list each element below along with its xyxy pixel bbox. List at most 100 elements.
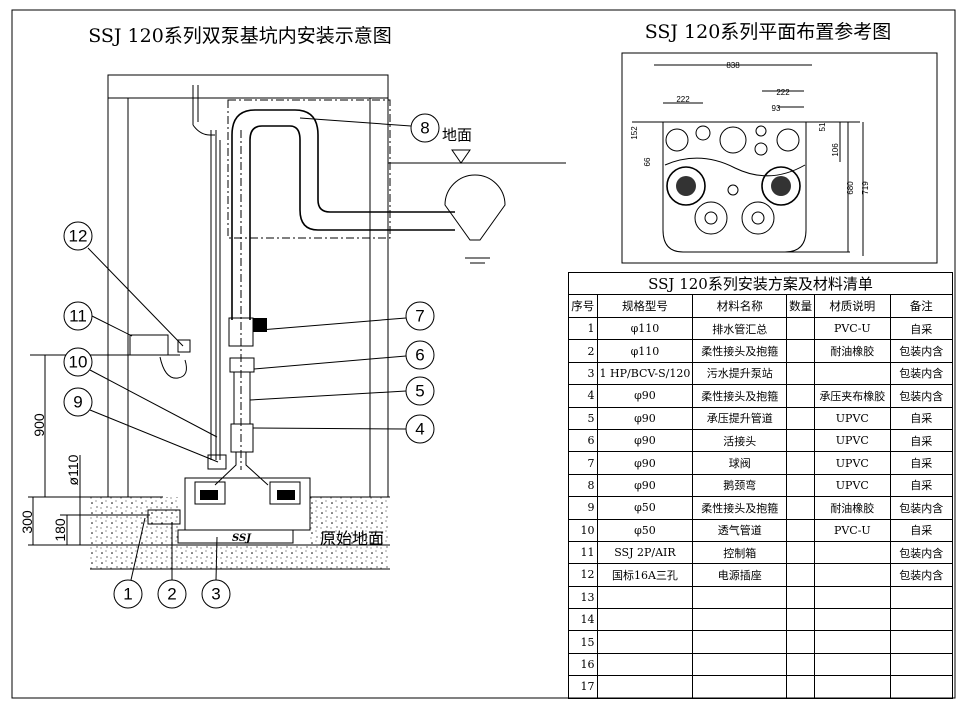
cell-col-material: PVC-U: [814, 518, 891, 542]
cell-col-index: 2: [568, 339, 598, 363]
callout-6: 6: [405, 340, 435, 370]
cell-col-material: [814, 585, 891, 610]
cell-col-index: 1: [568, 316, 598, 341]
cell-col-remark: [889, 630, 954, 654]
cell-col-name: 电源插座: [692, 563, 788, 587]
cell-col-index: 14: [568, 608, 598, 632]
cell-col-remark: 自采: [889, 428, 954, 453]
cell-col-index: 7: [568, 451, 598, 475]
svg-text:4: 4: [415, 420, 424, 439]
cell-col-index: 6: [568, 428, 598, 453]
cell-col-remark: 自采: [889, 316, 954, 341]
ground-level-symbol: [451, 149, 471, 164]
cell-col-qty: [786, 540, 816, 565]
cell-col-name: 活接头: [692, 428, 788, 453]
cell-col-index: 17: [568, 675, 598, 699]
cell-col-name: 透气管道: [692, 518, 788, 542]
cell-col-spec: 1 HP/BCV-S/120: [596, 361, 694, 386]
left-title: SSJ 120系列双泵基坑内安装示意图: [88, 25, 392, 47]
cell-col-spec: [596, 652, 694, 677]
svg-text:6: 6: [415, 346, 424, 365]
callout-12: 12: [63, 221, 93, 251]
cell-col-material: [814, 652, 891, 677]
cell-col-name: [692, 675, 788, 699]
cell-col-index: 16: [568, 652, 598, 677]
plan-dim-51: 51: [818, 122, 827, 131]
cell-col-qty: [786, 428, 816, 453]
cell-col-spec: φ50: [596, 496, 694, 520]
cell-col-qty: [786, 361, 816, 386]
plan-dim-106: 106: [831, 143, 840, 157]
right-title: SSJ 120系列平面布置参考图: [645, 21, 892, 43]
cell-col-spec: φ110: [596, 339, 694, 363]
cell-col-remark: 包装内含: [889, 361, 954, 386]
plan-dim-93: 93: [772, 104, 781, 113]
cell-col-remark: 自采: [889, 406, 954, 430]
cell-col-material: [814, 675, 891, 699]
cell-col-qty: [786, 563, 816, 587]
svg-text:3: 3: [211, 585, 220, 604]
cell-col-name: 承压提升管道: [692, 406, 788, 430]
cell-col-name: [692, 652, 788, 677]
cell-col-remark: [889, 608, 954, 632]
cell-col-qty: [786, 316, 816, 341]
callout-1: 1: [113, 579, 143, 609]
plan-dim-838: 838: [726, 61, 740, 70]
plan-dim-222b: 222: [776, 88, 790, 97]
svg-text:2: 2: [167, 585, 176, 604]
table-row: 14: [568, 608, 954, 632]
svg-text:5: 5: [415, 382, 424, 401]
cell-col-spec: φ90: [596, 428, 694, 453]
callout-11: 11: [63, 301, 93, 331]
control-box: [129, 334, 169, 356]
cell-col-material: PVC-U: [814, 316, 891, 341]
cell-col-spec: φ90: [596, 451, 694, 475]
cell-col-material: [814, 608, 891, 632]
cell-col-spec: 国标16A三孔: [596, 563, 694, 587]
cell-col-material: 耐油橡胶: [814, 496, 891, 520]
installation-diagram: 地面 SSJ 原始地面: [19, 74, 566, 609]
cell-col-remark: 包装内含: [889, 496, 954, 520]
table-header: 序号规格型号材料名称数量材质说明备注: [568, 294, 954, 318]
header-col-remark: 备注: [889, 294, 954, 318]
cell-col-spec: φ90: [596, 406, 694, 430]
cell-col-material: 承压夹布橡胶: [814, 384, 891, 408]
cell-col-remark: 自采: [889, 473, 954, 498]
dim-300: 300: [19, 510, 35, 534]
cell-col-qty: [786, 451, 816, 475]
plan-dim-66: 66: [643, 157, 652, 166]
header-col-spec: 规格型号: [596, 294, 694, 318]
cell-col-name: 柔性接头及抱箍: [692, 496, 788, 520]
cell-col-name: 柔性接头及抱箍: [692, 384, 788, 408]
cell-col-index: 5: [568, 406, 598, 430]
plan-dim-680: 680: [846, 181, 855, 195]
cell-col-material: 耐油橡胶: [814, 339, 891, 363]
callout-7: 7: [405, 301, 435, 331]
cell-col-material: UPVC: [814, 406, 891, 430]
table-row: 15: [568, 630, 954, 654]
plan-view: 838 222 222 93 152 66 51 106 680 719: [621, 52, 938, 264]
cell-col-name: 球阀: [692, 451, 788, 475]
cell-col-index: 11: [568, 540, 598, 565]
callout-5: 5: [405, 376, 435, 406]
cell-col-name: 排水管汇总: [692, 316, 788, 341]
cell-col-name: 控制箱: [692, 540, 788, 565]
cell-col-qty: [786, 675, 816, 699]
callout-3: 3: [201, 579, 231, 609]
cell-col-spec: φ50: [596, 518, 694, 542]
cell-col-index: 15: [568, 630, 598, 654]
cell-col-qty: [786, 518, 816, 542]
original-ground-label: 原始地面: [320, 529, 384, 548]
cell-col-spec: [596, 608, 694, 632]
cell-col-qty: [786, 339, 816, 363]
svg-text:7: 7: [415, 307, 424, 326]
cell-col-spec: SSJ 2P/AIR: [596, 540, 694, 565]
cell-col-qty: [786, 585, 816, 610]
svg-text:12: 12: [69, 227, 88, 246]
table-row: 16: [568, 652, 954, 677]
